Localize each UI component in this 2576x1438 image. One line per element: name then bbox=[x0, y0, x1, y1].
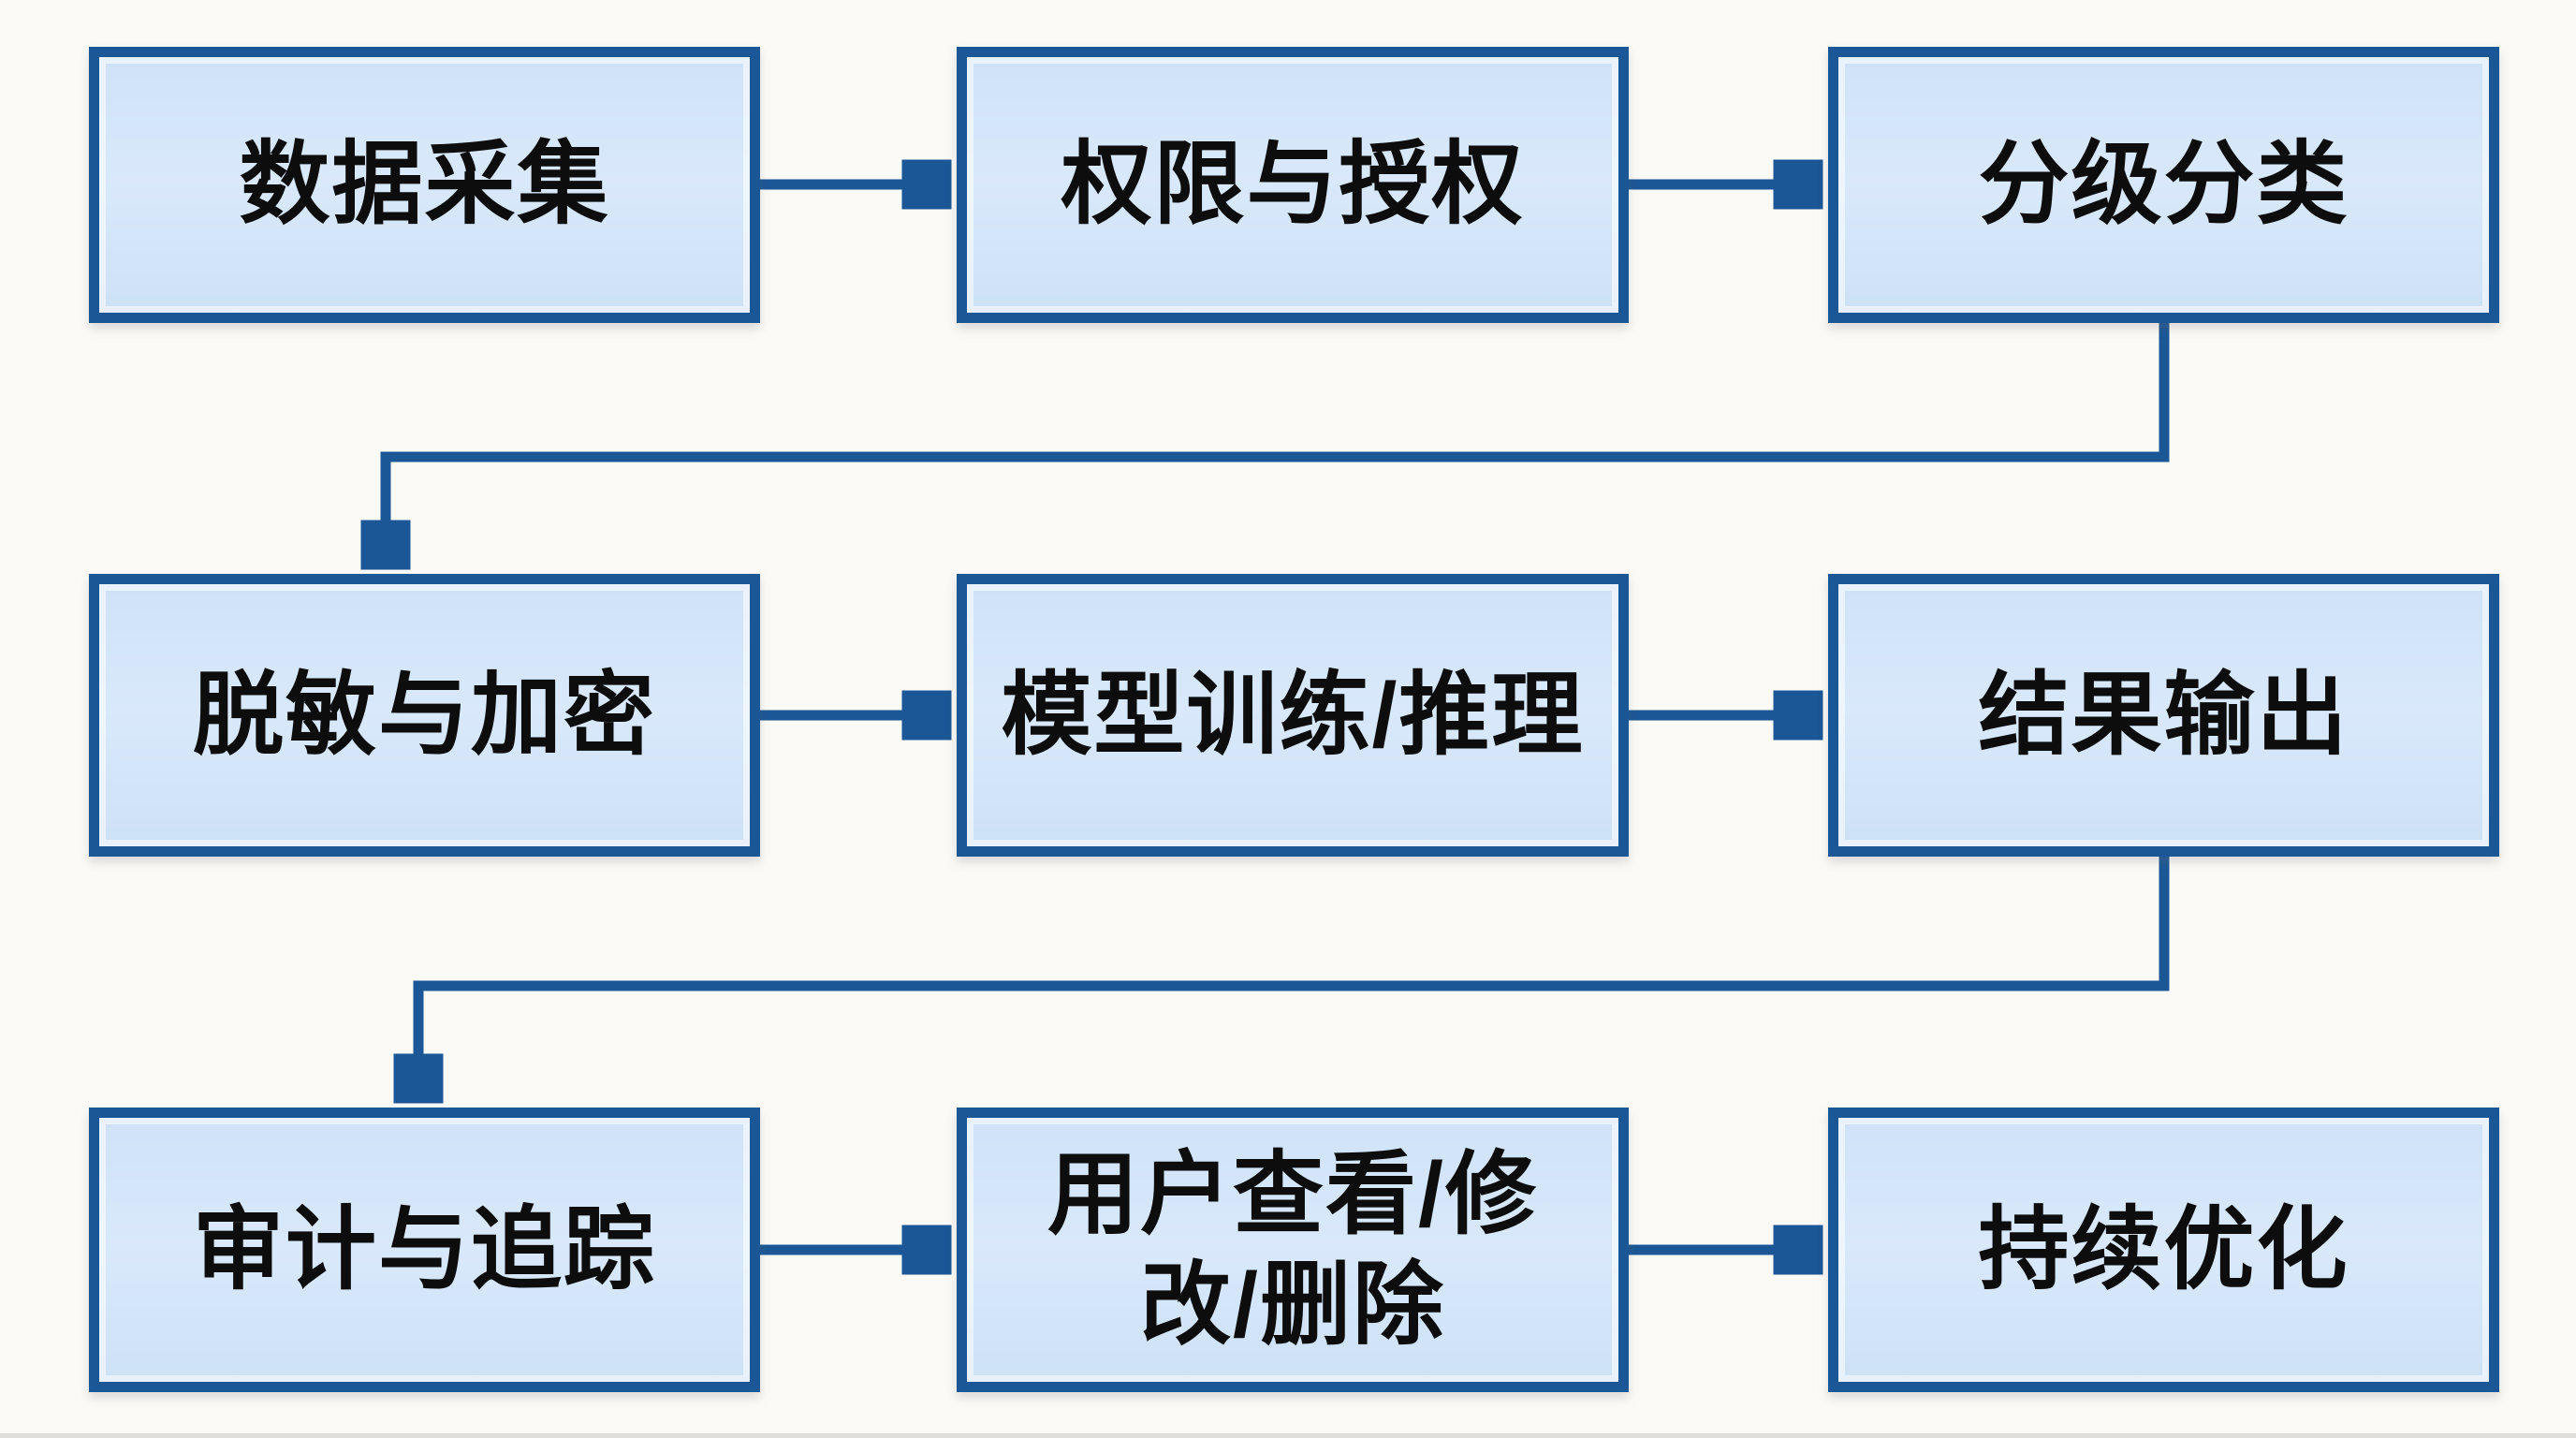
node-continuous-optimization-label: 持续优化 bbox=[1978, 1197, 2349, 1300]
node-user-view-modify-delete: 用户查看/修改/删除 bbox=[957, 1108, 1629, 1392]
node-user-view-modify-delete-label: 用户查看/修改/删除 bbox=[1047, 1142, 1538, 1356]
bottom-edge-line bbox=[0, 1433, 2576, 1438]
node-desensitization-encryption-label: 脱敏与加密 bbox=[193, 663, 656, 766]
node-permission-authorization-label: 权限与授权 bbox=[1061, 133, 1525, 236]
node-result-output: 结果输出 bbox=[1828, 574, 2499, 857]
node-audit-tracking: 审计与追踪 bbox=[89, 1108, 760, 1392]
node-desensitization-encryption: 脱敏与加密 bbox=[89, 574, 760, 857]
node-audit-tracking-label: 审计与追踪 bbox=[193, 1197, 656, 1300]
edge-result-output-to-audit-tracking bbox=[418, 852, 2170, 1099]
node-continuous-optimization: 持续优化 bbox=[1828, 1108, 2499, 1392]
node-data-collection-label: 数据采集 bbox=[239, 133, 610, 236]
node-result-output-label: 结果输出 bbox=[1978, 663, 2349, 766]
node-data-collection: 数据采集 bbox=[89, 47, 760, 323]
node-classification-grading: 分级分类 bbox=[1828, 47, 2499, 323]
node-classification-grading-label: 分级分类 bbox=[1978, 133, 2349, 236]
edge-classification-grading-to-desensitization-encryption bbox=[386, 318, 2170, 565]
node-permission-authorization: 权限与授权 bbox=[957, 47, 1629, 323]
node-model-training-inference-label: 模型训练/推理 bbox=[1001, 663, 1585, 766]
node-model-training-inference: 模型训练/推理 bbox=[957, 574, 1629, 857]
